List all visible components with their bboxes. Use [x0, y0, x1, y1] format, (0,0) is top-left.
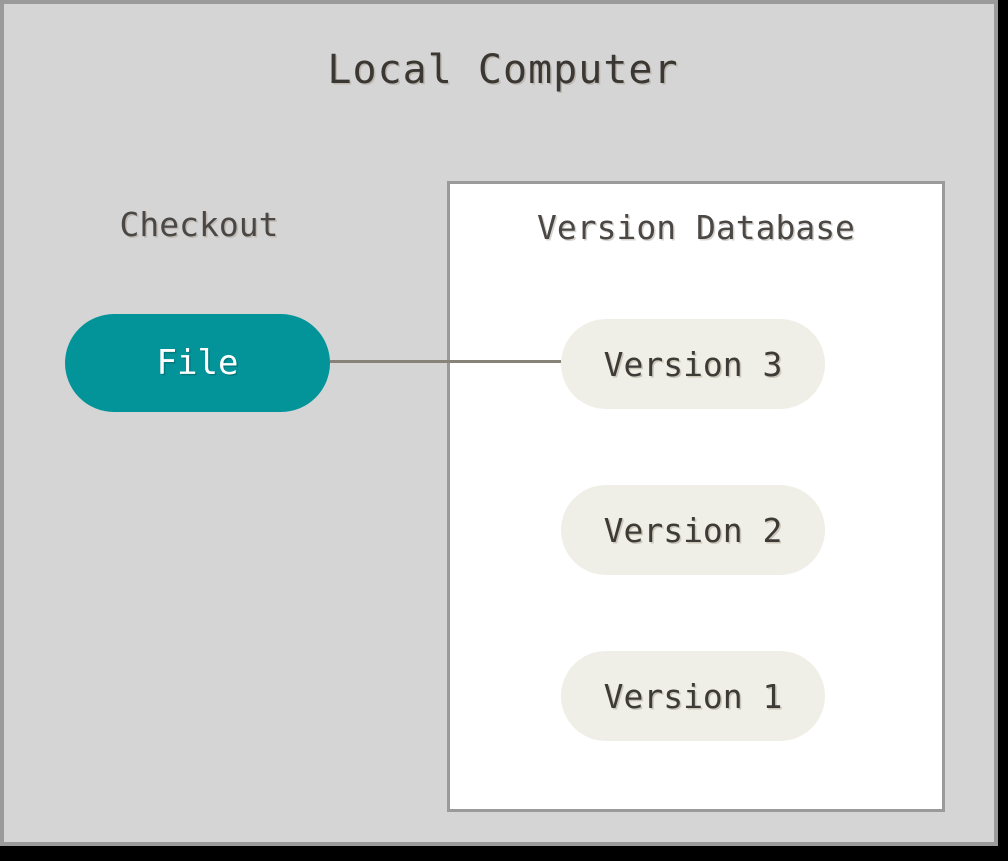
checkout-file-node-label: File: [156, 343, 239, 383]
connector-file-to-version-3: [330, 360, 561, 363]
version-node-3[interactable]: Version 3: [561, 319, 825, 409]
checkout-file-node[interactable]: File: [65, 314, 330, 412]
local-computer-frame: Local Computer Checkout File Version Dat…: [0, 0, 998, 846]
page-title: Local Computer: [327, 47, 679, 93]
version-node-1[interactable]: Version 1: [561, 651, 825, 741]
version-database-title: Version Database: [537, 208, 855, 247]
version-database-panel: Version Database Version 3 Version 2 Ver…: [447, 181, 945, 812]
version-node-2[interactable]: Version 2: [561, 485, 825, 575]
checkout-label: Checkout: [119, 205, 279, 244]
version-node-3-label: Version 3: [603, 344, 783, 384]
version-node-1-label: Version 1: [603, 676, 783, 716]
version-node-2-label: Version 2: [603, 510, 783, 550]
